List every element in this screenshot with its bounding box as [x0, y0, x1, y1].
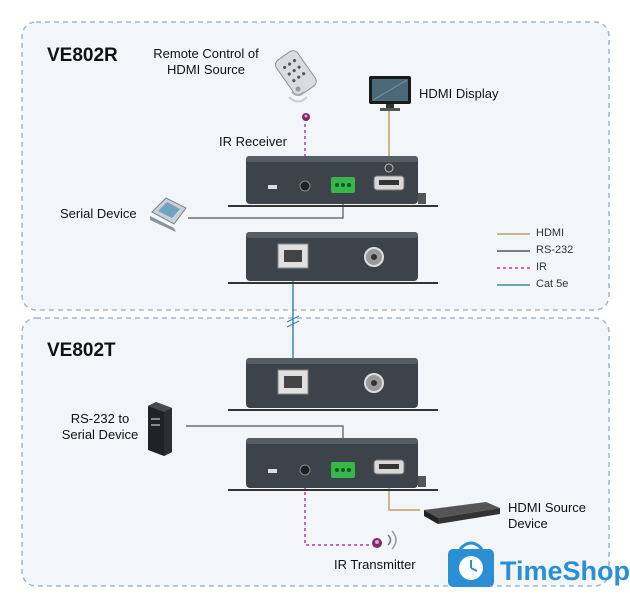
ir-cable-transmitter: [304, 486, 372, 546]
ir-transmitter-icon: [372, 530, 397, 550]
hdmi-cable-source: [388, 485, 420, 511]
watermark-text: TimeShop: [500, 556, 630, 586]
remote-control-label: Remote Control of HDMI Source: [153, 46, 259, 77]
receiver-back-unit: [228, 232, 438, 284]
ir-jack: [299, 464, 311, 476]
legend-label-hdmi: HDMI: [536, 227, 565, 239]
hdmi-display-label: HDMI Display: [419, 86, 499, 101]
dip-switch: [268, 185, 277, 189]
hdmi-source-device-label: HDMI Source Device: [508, 500, 587, 531]
transmitter-back-unit: [228, 358, 438, 411]
legend-label-rs232: RS-232: [536, 244, 574, 256]
ir-receiver-label: IR Receiver: [219, 134, 287, 149]
rs232-serial-device-label: RS-232 to Serial Device: [61, 411, 139, 442]
legend-label-cat5e: Cat 5e: [536, 278, 569, 290]
hdmi-display-icon: [369, 76, 411, 111]
legend: [497, 233, 530, 286]
receiver-front-unit: [228, 156, 438, 207]
ir-jack: [299, 180, 311, 192]
rs232-serial-device-icon: [148, 402, 172, 456]
dip-switch: [268, 469, 277, 473]
serial-device-icon: [150, 197, 187, 232]
transmitter-title: VE802T: [47, 340, 116, 361]
remote-control-icon: [275, 50, 317, 103]
ir-receiver-sensor-icon: [302, 113, 310, 121]
hdmi-source-device-icon: [424, 502, 500, 524]
ir-transmitter-label: IR Transmitter: [334, 557, 416, 572]
legend-label-ir: IR: [536, 261, 547, 273]
receiver-title: VE802R: [47, 45, 118, 66]
serial-device-label: Serial Device: [60, 206, 137, 221]
transmitter-front-unit: [228, 438, 438, 491]
timeshop-logo-icon: [448, 541, 494, 587]
